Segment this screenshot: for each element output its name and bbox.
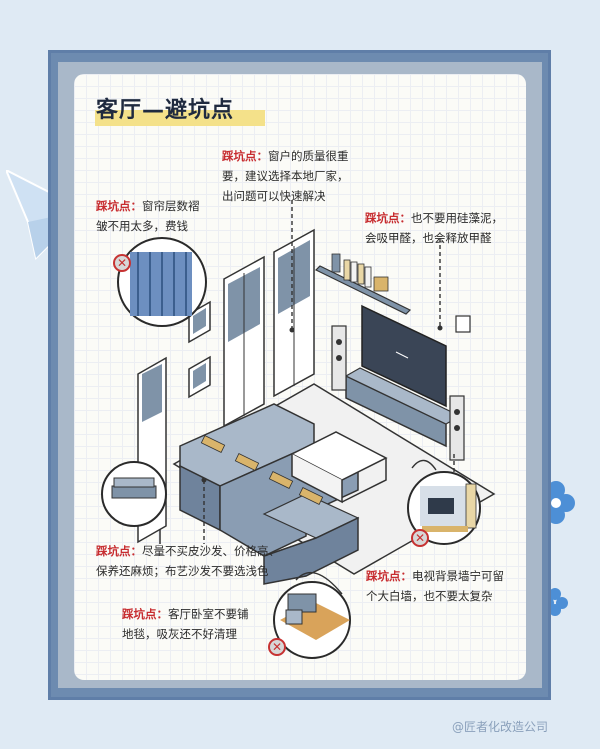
note-carpet: 踩坑点：客厅卧室不要铺 地毯，吸灰还不好清理 <box>122 607 249 641</box>
note-window: 踩坑点：窗户的质量很重 要，建议选择本地厂家， 出问题可以快速解决 <box>222 149 349 203</box>
wall-switch <box>455 315 471 333</box>
window-pair <box>223 228 315 428</box>
title-highlight <box>95 110 265 126</box>
cross-circle-icon: ✕ <box>113 254 131 272</box>
note-sofa: 踩坑点：尽量不买皮沙发、价格高、 保养还麻烦；布艺沙发不要选浅色 <box>96 544 280 578</box>
wall-shelf <box>314 253 412 315</box>
speakers <box>331 325 465 461</box>
curtain-bubble <box>117 237 207 327</box>
watermark: @匠者化改造公司 <box>452 720 549 734</box>
cross-circle-icon: ✕ <box>411 529 429 547</box>
carpet-bubble <box>273 581 351 659</box>
wall-frames <box>188 300 211 399</box>
living-room-illustration <box>101 200 496 659</box>
page-title: 客厅—避坑点 <box>96 98 235 123</box>
note-tv-wall: 踩坑点：电视背景墙宁可留 个大白墙，也不要太复杂 <box>366 569 504 603</box>
cross-circle-icon: ✕ <box>268 638 286 656</box>
tv-wall-bubble <box>407 471 481 545</box>
coffee-table <box>290 431 388 504</box>
sofa-bubble <box>101 461 167 527</box>
note-diatom-mud: 踩坑点：也不要用硅藻泥， 会吸甲醛，也会释放甲醛 <box>365 211 503 245</box>
note-curtain: 踩坑点：窗帘层数褶 皱不用太多，费钱 <box>96 199 200 233</box>
